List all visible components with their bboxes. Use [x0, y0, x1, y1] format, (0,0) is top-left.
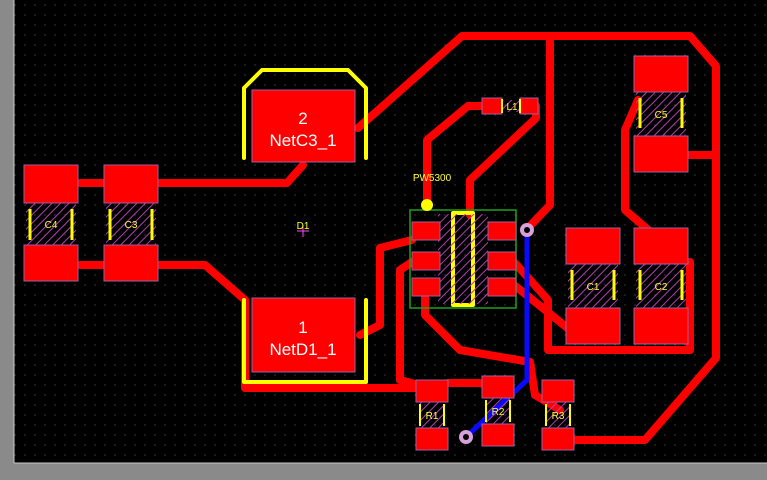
designator-c3: C3 [125, 220, 138, 231]
designator-d1: D1 [297, 221, 310, 232]
net-label: NetC3_1 [269, 131, 336, 150]
designator-l1: L1 [506, 102, 518, 113]
component-r1[interactable]: R1 [415, 379, 449, 451]
via[interactable] [459, 430, 473, 444]
component-c1[interactable]: C1 [565, 227, 621, 345]
designator-c2: C2 [655, 282, 668, 293]
designator-r1: R1 [426, 411, 439, 422]
component-u1[interactable]: PW5300 [409, 173, 517, 309]
pad-netd1[interactable]: 1 NetD1_1 [251, 297, 356, 373]
component-c3[interactable]: C3 [103, 164, 159, 282]
pad-number: 2 [298, 109, 307, 128]
via[interactable] [520, 223, 534, 237]
pad-number: 1 [298, 318, 307, 337]
component-c2[interactable]: C2 [633, 227, 689, 345]
designator-c5: C5 [655, 110, 668, 121]
component-c4[interactable]: C4 [23, 164, 79, 282]
designator-r3: R3 [552, 411, 565, 422]
component-r2[interactable]: R2 [481, 375, 515, 447]
component-l1[interactable]: L1 [481, 97, 539, 115]
pad-netc3[interactable]: 2 NetC3_1 [251, 89, 356, 163]
component-d1-origin[interactable]: D1 [297, 221, 310, 237]
designator-c1: C1 [587, 282, 600, 293]
component-r3[interactable]: R3 [541, 379, 575, 451]
designator-r2: R2 [492, 407, 505, 418]
net-label: NetD1_1 [269, 340, 336, 359]
component-c5[interactable]: C5 [633, 55, 689, 173]
designator-u1: PW5300 [413, 173, 452, 184]
designator-c4: C4 [45, 220, 58, 231]
